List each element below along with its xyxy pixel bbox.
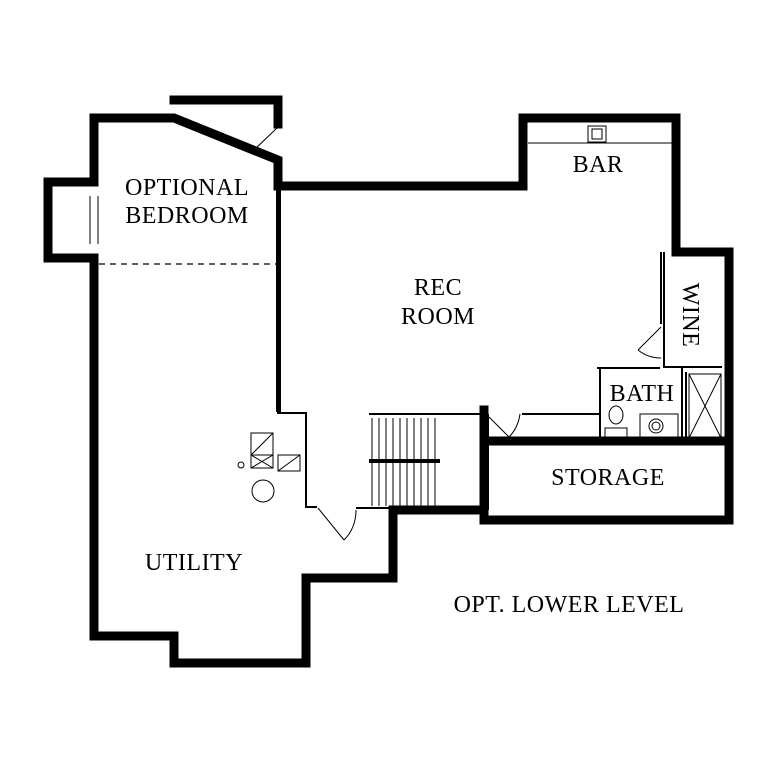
wine-door (637, 326, 662, 359)
west-wing-wall (43, 95, 734, 668)
doors (253, 126, 662, 541)
shower (688, 373, 722, 439)
label-rec-room-1: REC (414, 275, 462, 301)
drain-icon (237, 461, 245, 469)
room-labels: OPTIONAL BEDROOM BAR REC ROOM WINE BATH … (125, 152, 703, 618)
water-heater-icon (277, 454, 301, 472)
rec-room-west-wall (277, 186, 317, 508)
label-bath: BATH (610, 381, 675, 407)
toilet-bowl (608, 405, 624, 425)
sink-icon (648, 418, 664, 434)
interior-walls (276, 186, 722, 510)
label-utility: UTILITY (145, 550, 243, 576)
utility-door (317, 507, 357, 541)
bar-counter (528, 125, 672, 144)
toilet-tank (604, 427, 628, 439)
label-bar: BAR (573, 152, 624, 178)
storage-door (488, 413, 521, 438)
exterior-walls (43, 95, 734, 668)
label-storage: STORAGE (551, 465, 665, 491)
label-rec-room-2: ROOM (401, 304, 475, 330)
label-optional-bedroom-1: OPTIONAL (125, 175, 249, 201)
label-optional-bedroom-2: BEDROOM (125, 203, 249, 229)
tank-icon (251, 479, 275, 503)
utility-equipment (237, 432, 301, 503)
bath-fixtures (604, 373, 722, 439)
bedroom-door (253, 126, 279, 161)
bay-window (89, 196, 99, 244)
vanity (639, 413, 679, 439)
stairs (369, 418, 440, 506)
label-wine: WINE (677, 283, 703, 348)
plan-title: OPT. LOWER LEVEL (454, 592, 685, 618)
